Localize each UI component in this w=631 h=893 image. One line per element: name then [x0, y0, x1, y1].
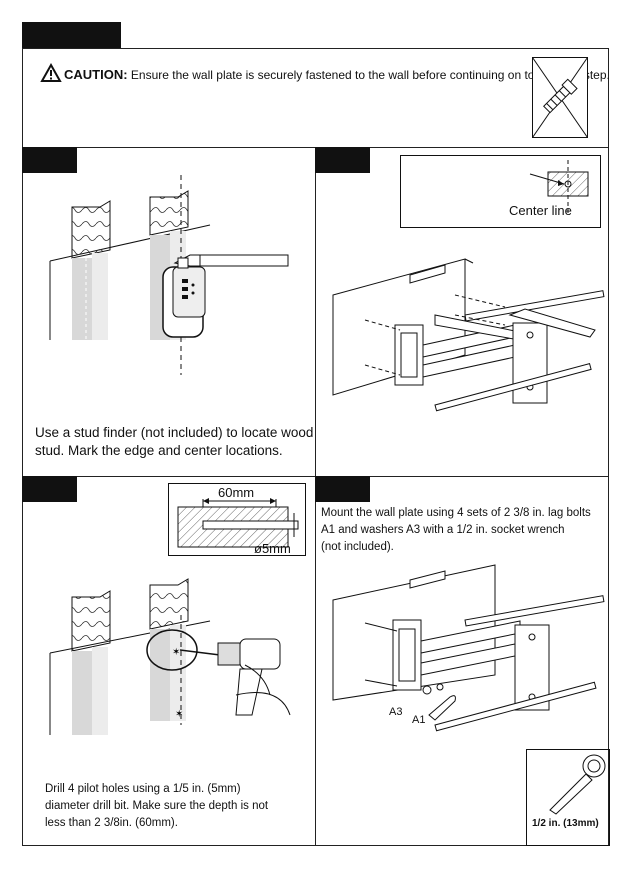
- section-header-tab: [22, 22, 121, 49]
- prohibited-anchor-icon: [532, 57, 588, 138]
- wrench-inset: [526, 749, 610, 846]
- step4-tab: [315, 476, 370, 502]
- step4-instruction: Mount the wall plate using 4 sets of 2 3…: [321, 505, 606, 556]
- step3-instruction-line1: Drill 4 pilot holes using a 1/5 in. (5mm…: [45, 783, 241, 795]
- center-line-label: Center line: [509, 203, 572, 218]
- step4-instruction-line2: A1 and washers A3 with a 1/2 in. socket …: [321, 524, 565, 536]
- wall-plate-mounting-illustration: [332, 564, 605, 732]
- caution-label: CAUTION:: [64, 67, 128, 82]
- socket-wrench-icon: [549, 754, 606, 815]
- label-a3: A3: [389, 706, 403, 718]
- step3-instruction-line2: diameter drill bit. Make sure the depth …: [45, 800, 269, 812]
- step1-tab: [22, 147, 77, 173]
- svg-text:✶: ✶: [175, 709, 183, 720]
- center-mark-diagram: [529, 160, 589, 215]
- drill-illustration: ✶ ✶: [49, 578, 291, 735]
- step3-tab: [22, 476, 77, 502]
- pilot-hole-inset: [168, 483, 306, 556]
- pilot-hole-diagram: [177, 498, 299, 548]
- depth-label: 60mm: [218, 485, 255, 500]
- step3-instruction: Drill 4 pilot holes using a 1/5 in. (5mm…: [45, 781, 305, 832]
- step1-instruction-line1: Use a stud finder (not included) to loca…: [35, 425, 314, 440]
- caution-text: CAUTION: Ensure the wall plate is secure…: [64, 67, 610, 82]
- diameter-label: ø5mm: [254, 541, 291, 556]
- warning-triangle-icon: [40, 62, 62, 82]
- center-line-inset: [400, 155, 601, 228]
- step3-instruction-line3: less than 2 3/8in. (60mm).: [45, 817, 178, 829]
- wall-plate-alignment-illustration: [332, 258, 605, 412]
- wrench-label: 1/2 in. (13mm): [532, 818, 599, 829]
- stud-finder-illustration: [49, 175, 289, 375]
- step2-tab: [315, 147, 370, 173]
- svg-text:✶: ✶: [172, 647, 180, 658]
- step1-instruction-line2: stud. Mark the edge and center locations…: [35, 443, 283, 458]
- step4-instruction-line1: Mount the wall plate using 4 sets of 2 3…: [321, 507, 591, 519]
- caution-message: Ensure the wall plate is securely fasten…: [130, 68, 610, 82]
- label-a1: A1: [412, 714, 426, 726]
- step1-instruction: Use a stud finder (not included) to loca…: [35, 424, 314, 460]
- step4-instruction-line3: (not included).: [321, 541, 394, 553]
- caution-panel: [22, 48, 609, 148]
